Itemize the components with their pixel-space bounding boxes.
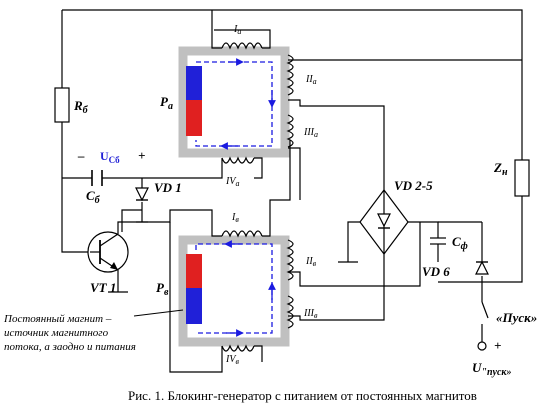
label-pb: Pв <box>156 280 169 298</box>
label-vt1: VT 1 <box>90 280 116 295</box>
winding-ia <box>221 42 263 50</box>
winding-ivb <box>221 344 255 352</box>
winding-iva <box>221 156 255 164</box>
core-a-yoke <box>178 46 290 158</box>
resistor-rb <box>54 87 70 123</box>
flux-path-b <box>195 243 273 334</box>
label-ucb-plus: + <box>138 148 145 163</box>
winding-iiia <box>286 114 294 148</box>
label-vd6: VD 6 <box>422 264 450 279</box>
label-ivb: IVв <box>225 354 239 366</box>
core-b <box>178 235 290 347</box>
note-line-1: Постоянный магнит – <box>3 313 112 325</box>
bridge-diode <box>377 213 391 229</box>
label-ucb-minus: – <box>77 148 85 163</box>
label-cf: Cф <box>452 234 468 252</box>
winding-ib <box>221 230 263 238</box>
supply-terminal <box>477 341 487 351</box>
winding-iib <box>286 239 294 281</box>
magnet-b-north <box>186 254 202 288</box>
winding-iiib <box>286 295 294 329</box>
label-pusk: «Пуск» <box>496 310 537 325</box>
winding-iia <box>286 54 294 96</box>
diode-vd1 <box>135 187 149 202</box>
label-iva: IVа <box>225 176 239 188</box>
label-zn: Zн <box>493 160 508 178</box>
core-b-yoke <box>178 235 290 347</box>
wiring <box>61 9 523 373</box>
magnet-a-south <box>186 66 202 100</box>
label-iiib: IIIв <box>303 308 318 320</box>
label-vd25: VD 2-5 <box>394 178 433 193</box>
label-iib: IIв <box>305 256 317 268</box>
label-rb: Rб <box>73 98 89 116</box>
label-ib: Iв <box>231 212 239 224</box>
label-supply-voltage: U"пуск» <box>472 360 511 378</box>
label-ia: Iа <box>233 24 241 36</box>
core-a <box>178 46 290 158</box>
label-iiia: IIIа <box>303 127 318 139</box>
capacitor-cb <box>91 170 103 186</box>
label-cb: Cб <box>86 188 101 206</box>
note-line-3: потока, а заодно и питания <box>4 341 136 353</box>
label-vd1: VD 1 <box>154 180 182 195</box>
component-labels: Rб – UCб + Cб VD 1 VT 1 Pа Pв Iа IIа III… <box>73 24 537 378</box>
magnet-note: Постоянный магнит – источник магнитного … <box>3 309 184 353</box>
transistor-vt1 <box>87 231 129 273</box>
magnet-a-north <box>186 100 202 136</box>
note-line-2: источник магнитного <box>4 327 109 339</box>
diode-vd6 <box>475 260 489 275</box>
figure-caption: Рис. 1. Блокинг-генератор с питанием от … <box>128 388 477 403</box>
label-supply-plus: + <box>494 338 501 353</box>
flux-path-a <box>195 61 273 147</box>
label-ucb: UCб <box>100 149 120 165</box>
resistor-zn <box>514 159 530 197</box>
label-pa: Pа <box>160 94 173 112</box>
magnet-b-south <box>186 288 202 324</box>
label-iia: IIа <box>305 74 317 86</box>
